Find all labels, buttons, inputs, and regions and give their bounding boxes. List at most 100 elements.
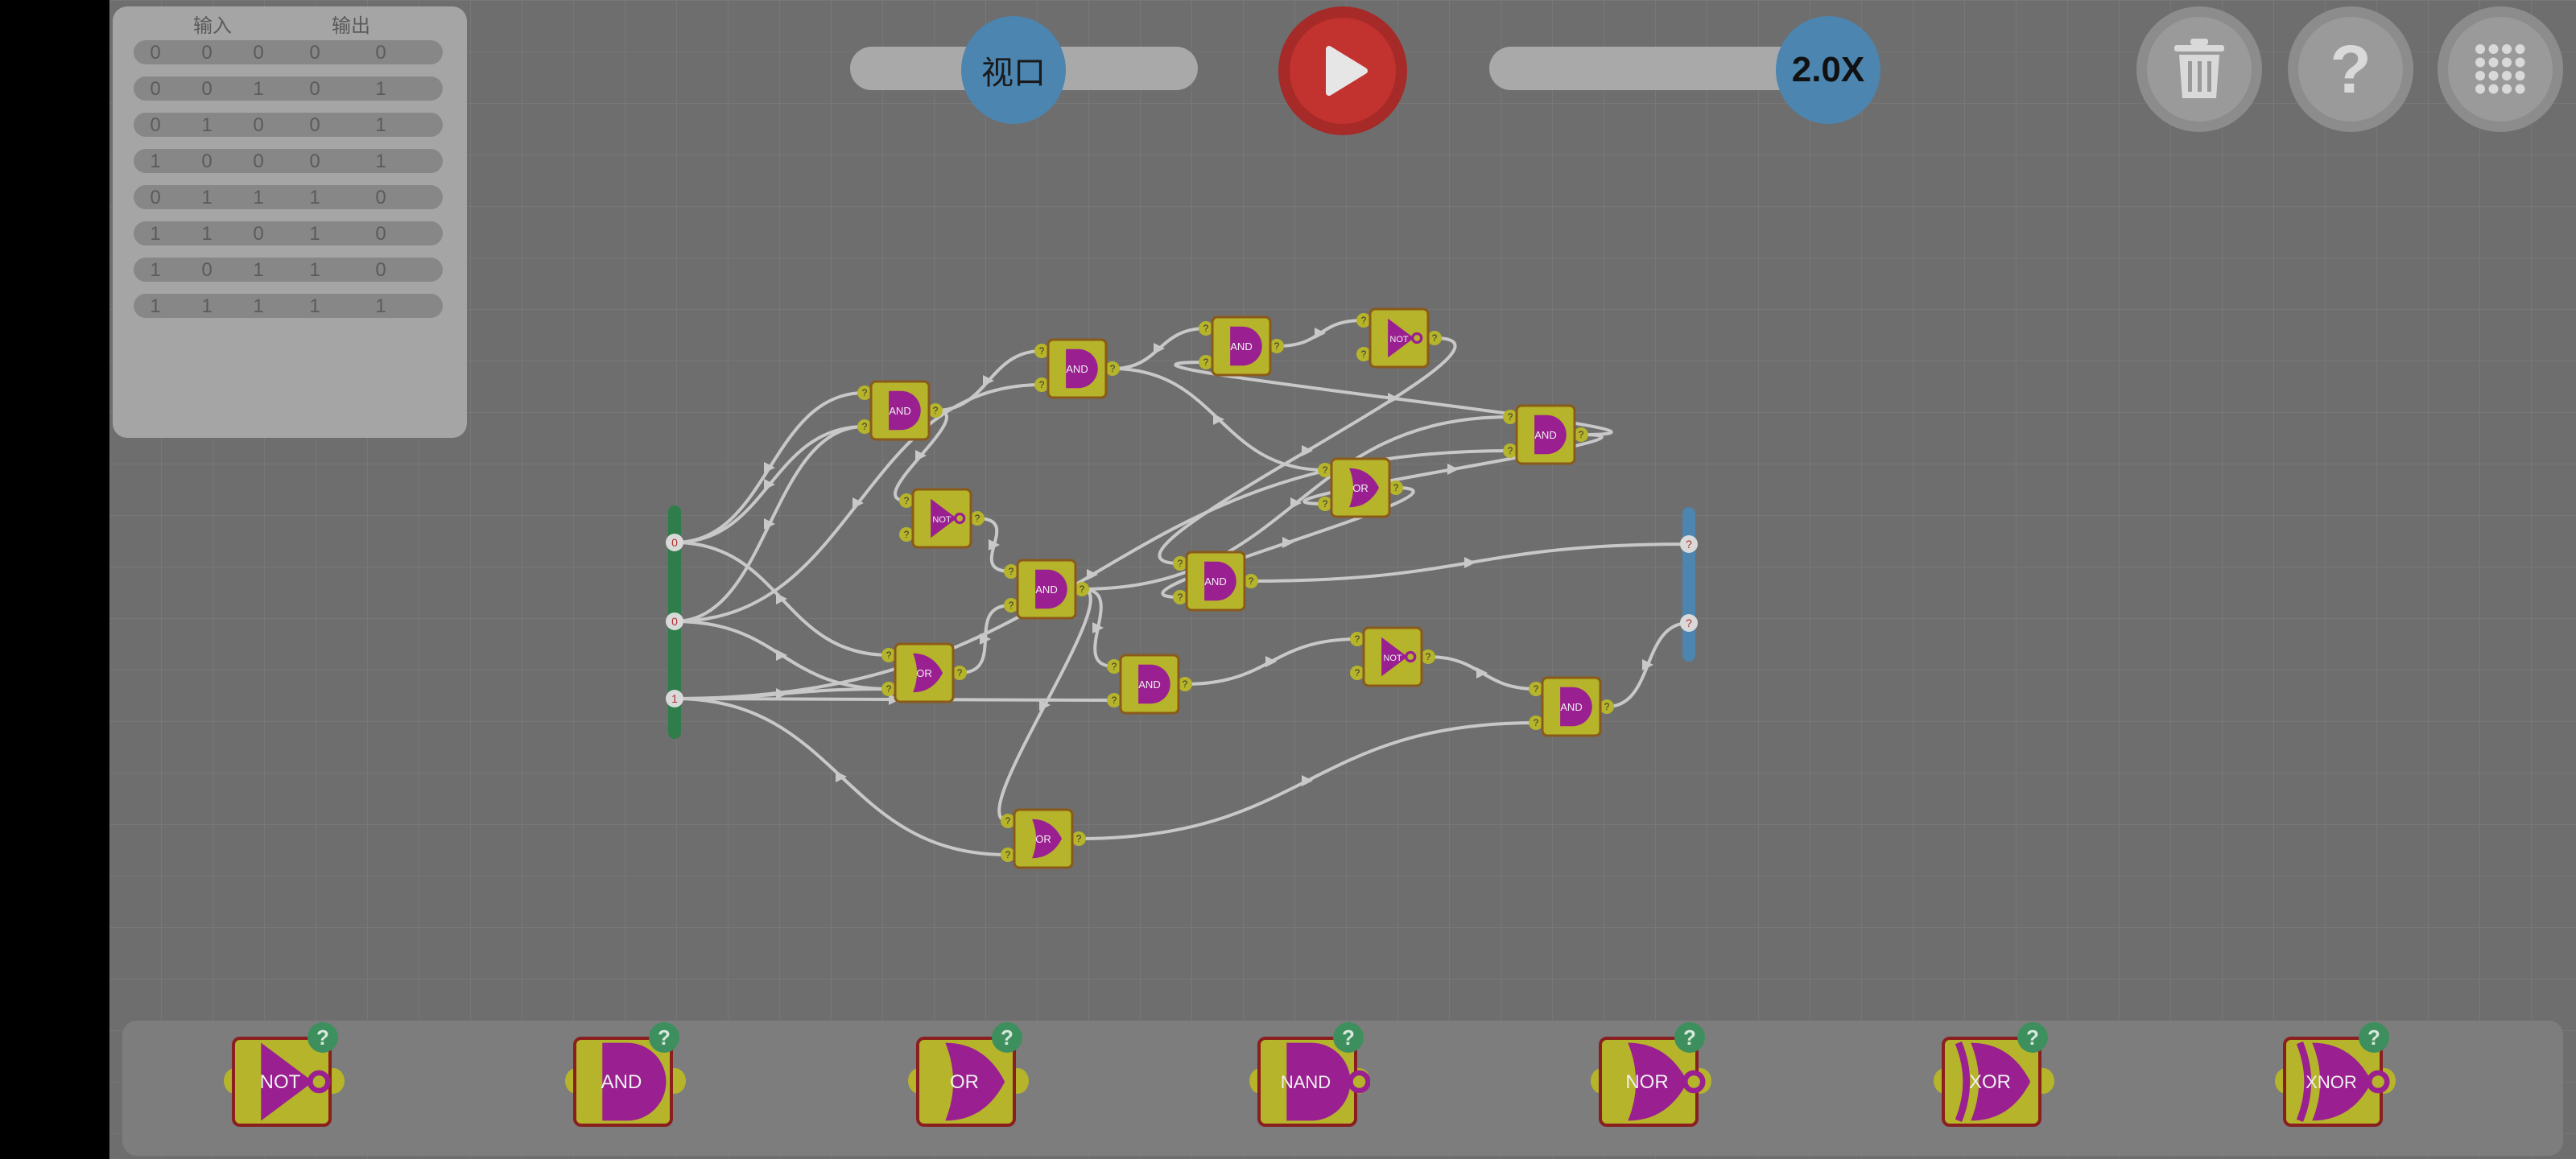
gate-and[interactable]: ???AND [857, 380, 943, 441]
gate-and[interactable]: ???AND [1034, 338, 1120, 399]
gate-port[interactable] [881, 648, 896, 662]
input-pin[interactable]: 1 [666, 690, 683, 707]
gate-port[interactable] [1574, 427, 1588, 442]
palette-help-badge[interactable]: ? [2359, 1022, 2389, 1053]
port-glyph: ? [1203, 324, 1209, 334]
port-glyph: ? [975, 514, 980, 524]
viewport-slider-knob[interactable]: 视口 [961, 16, 1066, 124]
gate-label: NOT [932, 515, 952, 525]
trash-button[interactable] [2136, 6, 2262, 132]
gate-port[interactable] [1107, 693, 1121, 707]
port-glyph: ? [886, 650, 892, 661]
gate-port[interactable] [1529, 716, 1543, 730]
gate-not[interactable]: ???NOT [899, 488, 985, 549]
wire-arrow [1092, 622, 1104, 633]
wire-arrow [1154, 343, 1165, 354]
gate-and[interactable]: ???AND [1529, 676, 1614, 737]
palette-gate-not[interactable]: NOT [224, 1033, 345, 1130]
gate-symbol [1349, 468, 1380, 508]
gate-port[interactable] [1178, 677, 1192, 691]
gate-port[interactable] [1173, 590, 1187, 604]
gate-port[interactable] [1503, 410, 1517, 424]
input-pin[interactable]: 0 [666, 534, 683, 551]
palette-gate-or[interactable]: OR [908, 1033, 1029, 1130]
gate-port[interactable] [1173, 556, 1187, 571]
wires [674, 319, 1690, 856]
gate-port[interactable] [952, 666, 967, 680]
palette-gate-xnor[interactable]: XNOR [2275, 1033, 2396, 1130]
gate-not[interactable]: ???NOT [1350, 626, 1435, 687]
speed-slider-knob[interactable]: 2.0X [1776, 16, 1880, 124]
input-pin[interactable]: 0 [666, 612, 683, 630]
palette-help-badge[interactable]: ? [1333, 1022, 1364, 1053]
gate-port[interactable] [1356, 347, 1371, 361]
help-button[interactable]: ? [2288, 6, 2413, 132]
gate-port[interactable] [1600, 699, 1614, 714]
palette-help-badge[interactable]: ? [308, 1022, 338, 1053]
palette-gate-nand[interactable]: NAND [1249, 1033, 1370, 1130]
gate-port[interactable] [1107, 659, 1121, 674]
gate-port[interactable] [1034, 344, 1049, 358]
palette-help-badge[interactable]: ? [2017, 1022, 2048, 1053]
gate-port[interactable] [1004, 564, 1018, 579]
gate-port[interactable] [881, 682, 896, 696]
gate-port[interactable] [1350, 666, 1364, 680]
gate-port[interactable] [1389, 481, 1403, 495]
gate-or[interactable]: ???OR [1318, 457, 1403, 518]
palette-help-badge[interactable]: ? [649, 1022, 679, 1053]
port-glyph: ? [957, 668, 963, 678]
gate-port[interactable] [1356, 313, 1371, 328]
gate-port[interactable] [1071, 831, 1086, 846]
speed-slider[interactable] [1489, 47, 1827, 90]
truth-input-cell: 1 [201, 187, 213, 208]
gate-port[interactable] [1199, 355, 1213, 369]
menu-button[interactable] [2438, 6, 2563, 132]
gate-port[interactable] [1318, 463, 1332, 477]
gate-port[interactable] [1529, 682, 1543, 696]
gate-and[interactable]: ???AND [1199, 316, 1284, 377]
gate-and[interactable]: ???AND [1107, 654, 1192, 715]
gate-port[interactable] [899, 527, 914, 542]
gate-port[interactable] [1004, 598, 1018, 612]
gate-and[interactable]: ???AND [1004, 559, 1089, 620]
input-pin-circle[interactable] [666, 690, 683, 707]
play-button[interactable] [1278, 6, 1407, 135]
gate-port[interactable] [928, 403, 943, 418]
palette-help-badge[interactable]: ? [992, 1022, 1022, 1053]
gate-label: OR [1352, 482, 1368, 494]
palette-gate-xor[interactable]: XOR [1934, 1033, 2054, 1130]
gate-port[interactable] [1269, 339, 1284, 353]
gate-port[interactable] [899, 493, 914, 508]
palette-gate-nor[interactable]: NOR [1591, 1033, 1711, 1130]
gate-port[interactable] [1503, 443, 1517, 458]
gate-port[interactable] [1075, 582, 1089, 596]
gate-port[interactable] [1350, 632, 1364, 646]
gate-port[interactable] [857, 386, 872, 400]
gate-port[interactable] [1105, 361, 1120, 376]
gate-port[interactable] [1001, 848, 1015, 862]
gate-or[interactable]: ???OR [881, 642, 967, 703]
gate-port[interactable] [857, 419, 872, 434]
gate-port[interactable] [1034, 377, 1049, 392]
gate-and[interactable]: ???AND [1503, 404, 1588, 465]
palette-help-badge[interactable]: ? [1674, 1022, 1705, 1053]
gate-port[interactable] [970, 511, 985, 526]
inverter-bubble [954, 512, 966, 525]
input-pin-circle[interactable] [666, 612, 683, 630]
input-pin-circle[interactable] [666, 534, 683, 551]
gate-port[interactable] [1244, 574, 1258, 588]
gate-port[interactable] [1199, 321, 1213, 336]
palette-gate-and[interactable]: AND [565, 1033, 686, 1130]
gate-port[interactable] [1001, 814, 1015, 828]
truth-input-cell: 1 [150, 259, 161, 281]
palette-gate-label: AND [601, 1071, 642, 1093]
gate-port[interactable] [1427, 331, 1442, 345]
gate-or[interactable]: ???OR [1001, 808, 1086, 869]
gate-not[interactable]: ???NOT [1356, 307, 1442, 369]
gate-and[interactable]: ???AND [1173, 551, 1258, 612]
gate-port[interactable] [1421, 650, 1435, 664]
port-glyph: ? [1579, 430, 1584, 440]
gate-port[interactable] [1318, 497, 1332, 511]
